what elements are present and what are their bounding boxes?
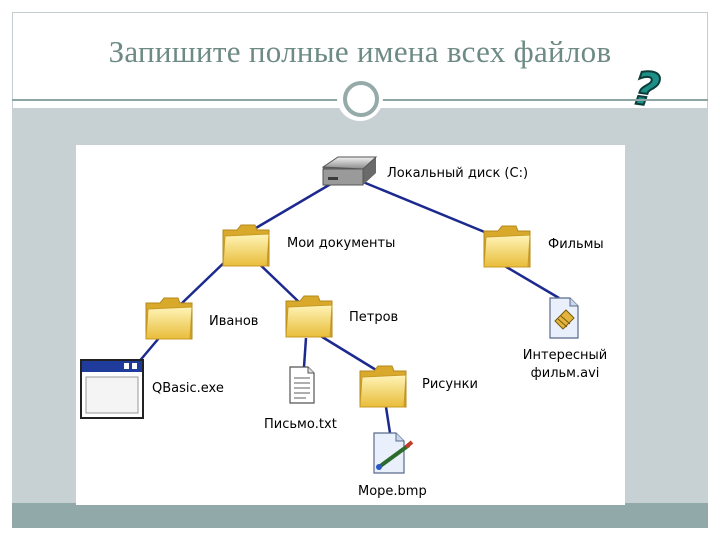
edge-petrov-pictures xyxy=(318,333,382,375)
text-file-icon xyxy=(289,366,315,404)
node-label-avi-line2: фильм.avi xyxy=(531,366,600,381)
node-label-letter: Письмо.txt xyxy=(264,417,337,432)
node-label-root: Локальный диск (C:) xyxy=(387,166,528,181)
node-label-petrov: Петров xyxy=(349,310,398,325)
node-label-ivanov: Иванов xyxy=(209,314,258,329)
folder-icon xyxy=(285,295,333,338)
edge-movies-avi xyxy=(502,263,560,300)
node-label-avi-line1: Интересный xyxy=(523,348,607,363)
edge-pictures-sea xyxy=(384,406,392,434)
node-label-qbasic: QBasic.exe xyxy=(152,381,224,396)
edge-petrov-letter xyxy=(302,337,308,368)
video-file-icon xyxy=(549,297,579,339)
edge-root-movies xyxy=(345,173,505,242)
node-label-movies: Фильмы xyxy=(548,237,604,252)
node-label-pictures: Рисунки xyxy=(422,377,478,392)
folder-icon xyxy=(483,225,531,268)
folder-icon xyxy=(145,297,193,340)
file-tree-diagram: Локальный диск (C:) Мои документы Фильмы… xyxy=(76,145,625,505)
application-window-icon xyxy=(80,359,144,419)
hard-drive-icon xyxy=(321,156,378,186)
folder-icon xyxy=(359,365,407,408)
footer-band xyxy=(12,503,708,528)
node-label-my-documents: Мои документы xyxy=(287,236,395,251)
slide-title: Запишите полные имена всех файлов xyxy=(108,34,612,69)
folder-icon xyxy=(222,224,270,267)
divider-ornament-ring-icon xyxy=(343,81,379,117)
node-label-sea: Море.bmp xyxy=(358,484,427,499)
image-file-icon xyxy=(373,432,414,474)
